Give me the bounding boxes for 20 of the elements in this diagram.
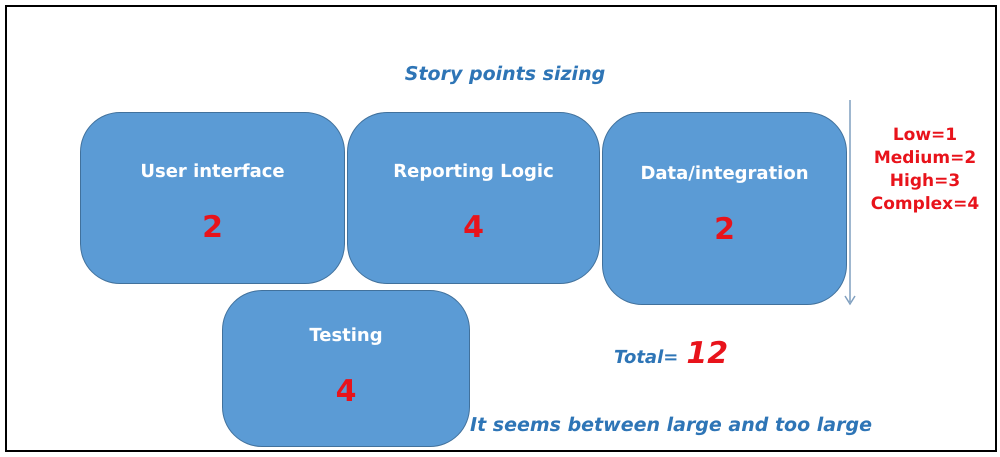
story-point-value: 4 bbox=[336, 374, 356, 409]
scale-label: Complex=4 bbox=[870, 193, 980, 216]
box-heading: User interface bbox=[140, 161, 285, 182]
box-heading: Reporting Logic bbox=[393, 161, 554, 182]
diagram-title: Story points sizing bbox=[404, 63, 606, 85]
story-point-value: 2 bbox=[202, 210, 223, 245]
rounded-box bbox=[222, 290, 470, 447]
box-heading: Data/integration bbox=[640, 163, 809, 184]
story-point-value: 4 bbox=[463, 210, 484, 245]
note-text: It seems between large and too large bbox=[470, 414, 872, 436]
rounded-box bbox=[602, 112, 847, 305]
rounded-box bbox=[347, 112, 600, 284]
total-label: Total= bbox=[614, 347, 678, 368]
scale-label: Medium=2 bbox=[874, 147, 976, 170]
box-heading: Testing bbox=[309, 325, 383, 346]
scale-label: Low=1 bbox=[892, 124, 958, 147]
rounded-box bbox=[80, 112, 345, 284]
scale-label: High=3 bbox=[890, 170, 960, 193]
total-value: 12 bbox=[686, 336, 728, 371]
story-point-value: 2 bbox=[714, 212, 735, 247]
